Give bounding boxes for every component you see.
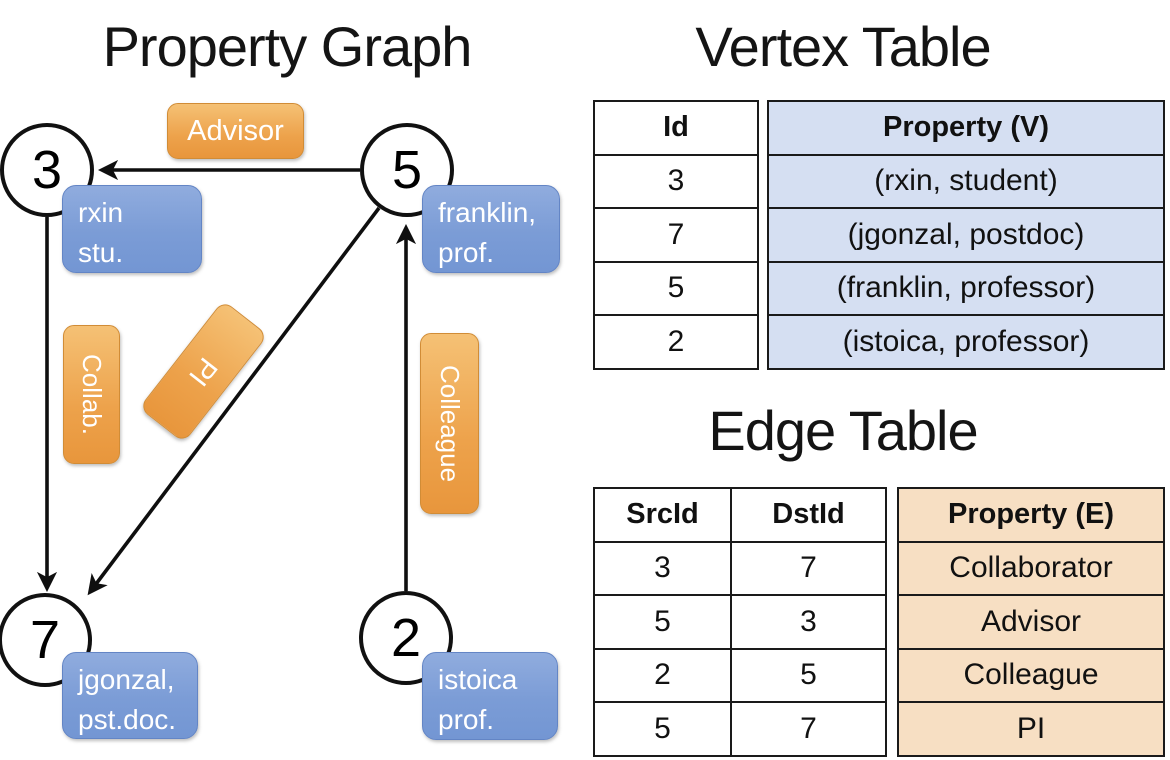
table-row: 3 [593, 153, 759, 209]
node-5-property-box: franklin, prof. [422, 185, 560, 273]
edge-srcid-cell: 5 [593, 594, 732, 650]
node-2-property-line2: prof. [438, 704, 495, 736]
vertex-table-property-column: Property (V) (rxin, student) (jgonzal, p… [767, 100, 1165, 370]
vertex-id-cell: 5 [593, 260, 759, 316]
node-3-property-box: rxin stu. [62, 185, 202, 273]
node-3-property-line2: stu. [78, 237, 124, 269]
edge-table-title: Edge Table [708, 399, 978, 462]
vertex-property-cell: (jgonzal, postdoc) [767, 207, 1165, 263]
node-2-property-box: istoica prof. [422, 652, 558, 740]
edge-dstid-cell: 7 [730, 540, 887, 596]
table-row: 3 7 [593, 540, 887, 596]
edge-dstid-cell: 3 [730, 594, 887, 650]
edge-srcid-cell: 3 [593, 540, 732, 596]
edge-table-header-property: Property (E) [897, 487, 1165, 543]
table-row: Advisor [897, 594, 1165, 650]
table-row: 5 7 [593, 701, 887, 757]
edge-table-header-dstid: DstId [730, 487, 887, 543]
edge-srcid-cell: 2 [593, 647, 732, 703]
table-row: Collaborator [897, 540, 1165, 596]
edge-table-property-column: Property (E) Collaborator Advisor Collea… [897, 487, 1165, 757]
vertex-property-cell: (istoica, professor) [767, 314, 1165, 370]
node-5-property-line1: franklin, [438, 197, 537, 228]
vertex-table-title: Vertex Table [695, 15, 991, 78]
node-2-property-line1: istoica [438, 664, 518, 695]
node-2: 2 [359, 591, 453, 685]
edge-property-cell: PI [897, 701, 1165, 757]
edge-dstid-cell: 7 [730, 701, 887, 757]
edge-label-collab: Collab. [63, 325, 120, 464]
edge-table-header-srcid: SrcId [593, 487, 732, 543]
node-2-id: 2 [390, 608, 422, 668]
node-7-property-line1: jgonzal, [78, 664, 175, 695]
vertex-table-header-id: Id [593, 100, 759, 156]
table-row: (istoica, professor) [767, 314, 1165, 370]
edge-label-collab-text: Collab. [77, 354, 107, 435]
edge-table-id-columns: SrcId DstId 3 7 5 3 2 5 5 7 [593, 487, 887, 757]
table-row: 2 5 [593, 647, 887, 703]
node-3-property-line1: rxin [78, 197, 124, 228]
table-row: (franklin, professor) [767, 260, 1165, 316]
node-7-property-line2: pst.doc. [78, 704, 177, 736]
edge-srcid-cell: 5 [593, 701, 732, 757]
node-5-id: 5 [391, 140, 423, 200]
edge-label-advisor-text: Advisor [187, 114, 284, 147]
vertex-id-cell: 3 [593, 153, 759, 209]
edge-property-cell: Advisor [897, 594, 1165, 650]
table-row: (rxin, student) [767, 153, 1165, 209]
edge-dstid-cell: 5 [730, 647, 887, 703]
edge-property-cell: Colleague [897, 647, 1165, 703]
vertex-id-cell: 2 [593, 314, 759, 370]
vertex-property-cell: (rxin, student) [767, 153, 1165, 209]
edge-property-cell: Collaborator [897, 540, 1165, 596]
edge-label-pi-text: PI [183, 351, 225, 392]
node-7-property-box: jgonzal, pst.doc. [62, 652, 198, 739]
table-row: 2 [593, 314, 759, 370]
edge-label-advisor: Advisor [167, 103, 304, 159]
property-graph-title: Property Graph [102, 15, 473, 78]
table-row: PI [897, 701, 1165, 757]
vertex-table-header-property: Property (V) [767, 100, 1165, 156]
vertex-table-id-column: Id 3 7 5 2 [593, 100, 759, 370]
node-5: 5 [360, 123, 454, 217]
edge-pi-arrow [87, 206, 381, 596]
node-7-id: 7 [29, 610, 61, 670]
node-3-id: 3 [31, 140, 63, 200]
table-row: Colleague [897, 647, 1165, 703]
vertex-property-cell: (franklin, professor) [767, 260, 1165, 316]
table-row: 5 [593, 260, 759, 316]
graph-edges [36, 159, 417, 596]
vertex-id-cell: 7 [593, 207, 759, 263]
table-row: 5 3 [593, 594, 887, 650]
table-row: (jgonzal, postdoc) [767, 207, 1165, 263]
edge-label-colleague: Colleague [420, 333, 479, 514]
node-5-property-line2: prof. [438, 237, 495, 269]
edge-label-colleague-text: Colleague [435, 364, 465, 483]
table-row: 7 [593, 207, 759, 263]
